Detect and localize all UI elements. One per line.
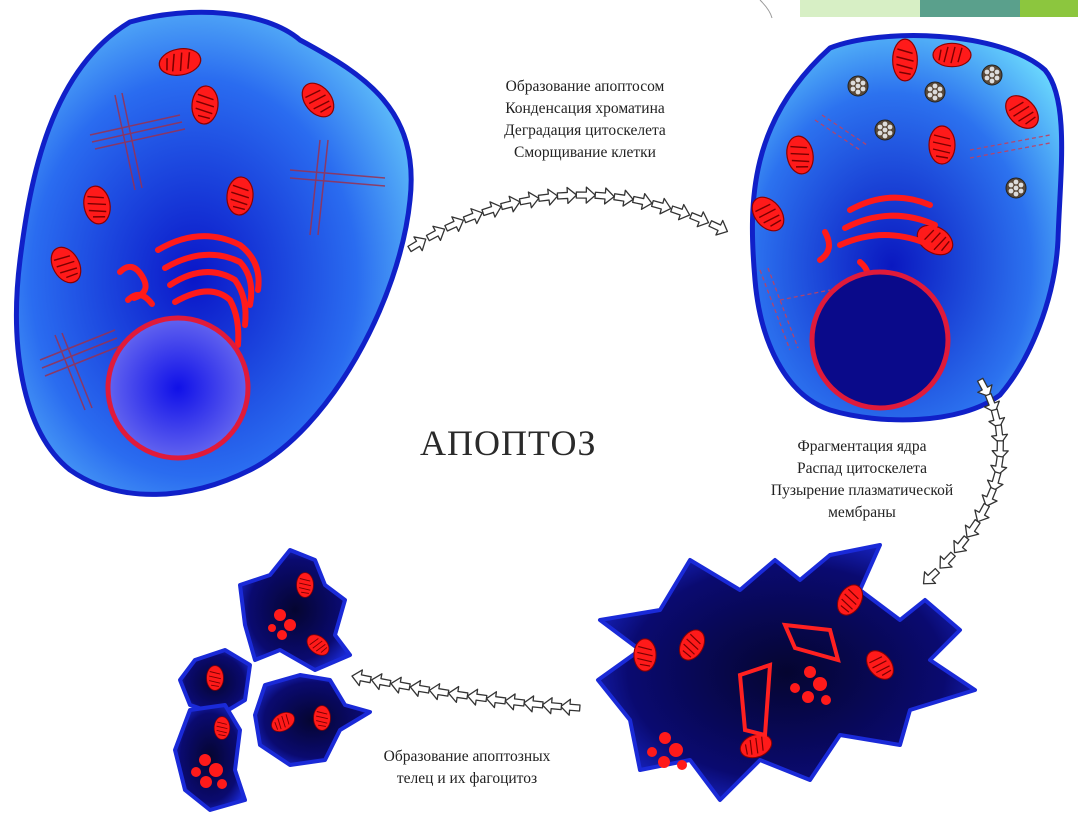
caption-line: мембраны bbox=[738, 502, 986, 524]
caption-line: Распад цитоскелета bbox=[738, 458, 986, 480]
hollow-arrow-icon bbox=[350, 668, 372, 687]
hollow-arrow-icon bbox=[688, 208, 712, 230]
mitochondrion-icon bbox=[314, 706, 331, 731]
hollow-arrow-icon bbox=[560, 699, 580, 716]
hollow-arrow-icon bbox=[390, 676, 412, 695]
hollow-arrow-icon bbox=[499, 194, 521, 214]
stage1-caption: Образование апоптосом Конденсация хромат… bbox=[470, 76, 700, 164]
hollow-arrow-icon bbox=[918, 565, 943, 590]
hollow-arrow-icon bbox=[485, 691, 506, 709]
hollow-arrow-icon bbox=[370, 672, 392, 691]
apoptotic-bodies bbox=[175, 550, 370, 810]
hollow-arrow-icon bbox=[576, 187, 595, 203]
apoptosome-icon bbox=[925, 82, 945, 102]
corner-decoration bbox=[760, 0, 1078, 18]
arrow-chain-top bbox=[405, 187, 730, 256]
caption-line: телец и их фагоцитоз bbox=[362, 768, 572, 790]
hollow-arrow-icon bbox=[480, 199, 503, 220]
hollow-arrow-icon bbox=[462, 205, 486, 227]
nucleus-icon bbox=[812, 272, 948, 408]
caption-line: Пузырение плазматической bbox=[738, 480, 986, 502]
hollow-arrow-icon bbox=[669, 201, 692, 222]
mitochondrion-icon bbox=[634, 639, 656, 671]
caption-line: Образование апоптозных bbox=[362, 746, 572, 768]
hollow-arrow-icon bbox=[467, 688, 488, 706]
stage3-caption: Образование апоптозных телец и их фагоци… bbox=[362, 746, 572, 790]
hollow-arrow-icon bbox=[447, 685, 468, 704]
diagram-title: АПОПТОЗ bbox=[420, 422, 597, 464]
hollow-arrow-icon bbox=[707, 216, 731, 239]
hollow-arrow-icon bbox=[632, 192, 654, 212]
nucleus-icon bbox=[108, 318, 248, 458]
hollow-arrow-icon bbox=[443, 213, 467, 236]
caption-line: Деградация цитоскелета bbox=[470, 120, 700, 142]
mitochondrion-icon bbox=[929, 126, 955, 164]
hollow-arrow-icon bbox=[542, 697, 562, 715]
mitochondrion-icon bbox=[207, 666, 224, 691]
caption-line: Конденсация хроматина bbox=[470, 98, 700, 120]
caption-line: Образование апоптосом bbox=[470, 76, 700, 98]
apoptosome-icon bbox=[875, 120, 895, 140]
hollow-arrow-icon bbox=[504, 693, 525, 711]
hollow-arrow-icon bbox=[538, 188, 559, 206]
caption-line: Сморщивание клетки bbox=[470, 142, 700, 164]
caption-line: Фрагментация ядра bbox=[738, 436, 986, 458]
mitochondrion-icon bbox=[933, 43, 971, 66]
blebbing-cell bbox=[598, 545, 975, 800]
hollow-arrow-icon bbox=[613, 189, 634, 208]
hollow-arrow-icon bbox=[523, 695, 544, 713]
mitochondrion-icon bbox=[297, 573, 314, 598]
hollow-arrow-icon bbox=[557, 187, 577, 204]
apoptosome-icon bbox=[848, 76, 868, 96]
hollow-arrow-icon bbox=[650, 196, 673, 216]
shrinking-cell bbox=[746, 36, 1062, 420]
hollow-arrow-icon bbox=[519, 190, 541, 209]
hollow-arrow-icon bbox=[409, 679, 430, 698]
apoptosome-icon bbox=[1006, 178, 1026, 198]
mitochondrion-icon bbox=[214, 717, 230, 740]
arrow-chain-bottom bbox=[350, 668, 580, 716]
hollow-arrow-icon bbox=[595, 187, 615, 204]
healthy-cell bbox=[17, 12, 412, 494]
stage2-caption: Фрагментация ядра Распад цитоскелета Пуз… bbox=[738, 436, 986, 524]
apoptosome-icon bbox=[982, 65, 1002, 85]
hollow-arrow-icon bbox=[428, 682, 449, 701]
mitochondrion-icon bbox=[893, 39, 918, 81]
